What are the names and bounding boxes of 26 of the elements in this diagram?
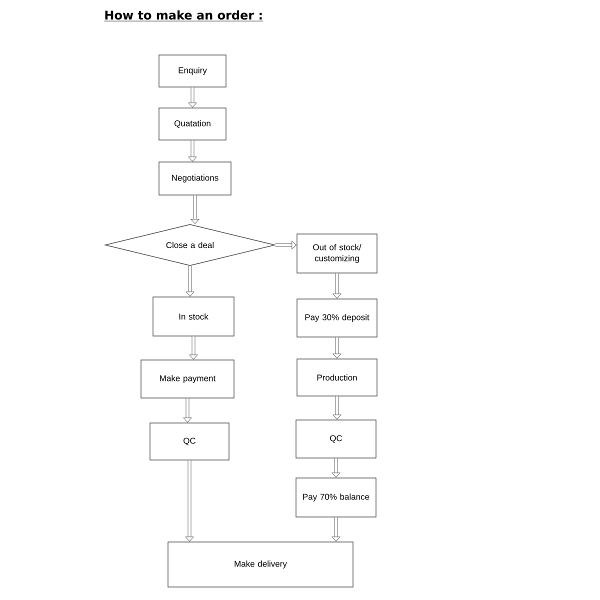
arrow <box>332 273 342 299</box>
arrow <box>185 460 194 542</box>
process-box: Out of stock/ customizing <box>296 234 378 274</box>
process-box: Pay 30% deposit <box>296 298 378 338</box>
arrow <box>186 266 194 297</box>
title: How to make an order : <box>104 10 264 22</box>
process-box: Make payment <box>140 360 234 398</box>
process-box: QC <box>150 422 230 460</box>
arrow <box>183 398 192 423</box>
process-box: Negotiations <box>158 162 232 196</box>
arrow <box>332 396 342 420</box>
arrow <box>332 517 340 542</box>
process-box: Quatation <box>158 108 226 140</box>
arrow <box>332 337 342 359</box>
process-box: In stock <box>152 296 234 336</box>
arrow <box>190 195 200 224</box>
arrow <box>188 87 197 108</box>
arrow <box>189 336 198 360</box>
arrow <box>188 140 197 162</box>
process-box: Pay 70% balance <box>296 478 376 518</box>
arrow <box>332 458 340 478</box>
process-box: Production <box>296 358 378 396</box>
process-box: Enquiry <box>158 54 226 88</box>
arrow <box>275 240 297 250</box>
process-box: Make delivery <box>168 542 354 588</box>
process-box: QC <box>296 420 376 458</box>
